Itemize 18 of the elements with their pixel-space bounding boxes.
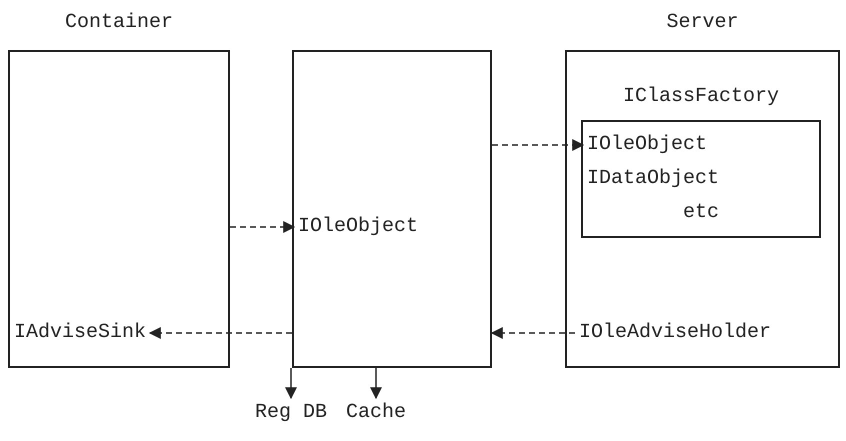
arrow [490,327,575,339]
interface-label: etc [678,198,723,228]
interface-label: IOleObject [583,130,712,160]
component-box [292,50,492,368]
interface-label: IDataObject [583,164,724,194]
arrow [148,327,292,339]
component-title: Server [665,10,740,36]
store-label: Reg DB [250,398,332,428]
arrow [370,368,382,400]
interface-label: IAdviseSink [10,318,150,348]
store-label: Cache [340,398,412,428]
interface-heading: IClassFactory [622,84,780,110]
arrow [285,368,297,400]
arrow [492,139,584,151]
interface-label: IOleObject [294,212,422,242]
arrow [230,221,296,233]
component-title: Container [64,10,174,36]
interface-label: IOleAdviseHolder [575,318,776,348]
